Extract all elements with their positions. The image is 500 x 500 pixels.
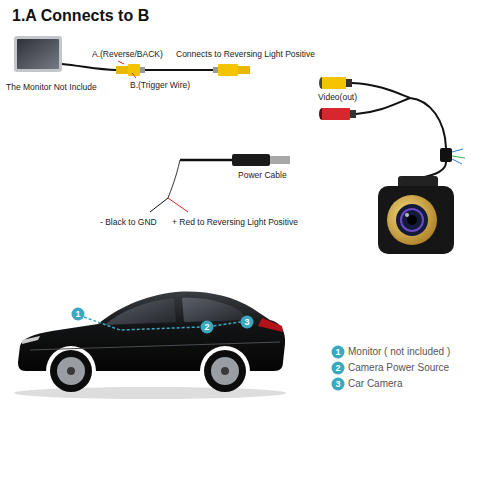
car-picture (57, 357, 85, 385)
car-picture (67, 367, 75, 375)
power-cable (168, 160, 180, 198)
callout-circle (201, 321, 214, 334)
inline-module (452, 149, 463, 152)
car-picture (104, 298, 176, 325)
power-cable (150, 198, 168, 212)
rca-plug (238, 66, 250, 74)
note-label: Connects to Reversing Light Positive (176, 49, 315, 59)
legend-item: Car Camera (348, 378, 402, 390)
legend-number: 2 (331, 361, 345, 375)
monitor-picture (14, 36, 62, 72)
signal-label: A.(Reverse/BACK) (92, 49, 163, 59)
rca-plug (213, 64, 250, 76)
camera-connectors (350, 110, 356, 118)
legend-number: 3 (331, 377, 345, 391)
rca-plug (218, 64, 238, 76)
car-camera (378, 176, 454, 254)
legend-number: 1 (331, 345, 345, 359)
monitor-picture (14, 36, 62, 72)
video-cable (62, 64, 116, 70)
callout-number: 1 (71, 307, 85, 321)
legend-marker (332, 362, 345, 375)
part-label: Power Cable (238, 170, 287, 180)
car-picture (22, 336, 40, 344)
dotted-route (214, 322, 241, 326)
inline-module (440, 148, 452, 162)
monitor-picture (17, 39, 59, 69)
callout-number: 3 (240, 315, 254, 329)
rca-plug (213, 67, 218, 73)
car-picture (221, 367, 229, 375)
power-cable (168, 198, 188, 212)
car-picture (30, 342, 280, 350)
leader-line (118, 61, 124, 64)
car-picture (182, 298, 246, 322)
signal-label: Video(out) (318, 92, 357, 102)
inline-module (452, 159, 462, 164)
dc-plug (270, 156, 290, 164)
inline-module (452, 156, 465, 158)
legend-item: Camera Power Source (348, 362, 449, 374)
wire-label: - Black to GND (100, 217, 157, 227)
dc-plug (232, 154, 290, 166)
camera-cable (410, 98, 446, 148)
callout-circle (72, 308, 85, 321)
dotted-route (84, 317, 201, 330)
car-camera (378, 186, 454, 254)
callout-number: 2 (200, 320, 214, 334)
legend-marker (332, 346, 345, 359)
camera-cable (356, 98, 410, 114)
car-picture (50, 350, 92, 392)
video-cable (140, 69, 218, 71)
dotted-route (84, 317, 241, 330)
signal-label: B.(Trigger Wire) (130, 80, 190, 90)
rca-plug (116, 66, 128, 74)
part-label: The Monitor Not Include (6, 82, 97, 92)
camera-cable (352, 83, 410, 98)
legend-marker (332, 346, 345, 391)
leader-line (132, 73, 136, 78)
wire-label: + Red to Reversing Light Positive (172, 217, 298, 227)
car-camera (401, 209, 423, 231)
title: 1.A Connects to B (12, 6, 149, 25)
inline-module (440, 148, 465, 164)
car-camera (387, 195, 437, 245)
car-picture (14, 387, 286, 399)
callout-circle (241, 316, 254, 329)
camera-connectors (346, 79, 352, 87)
callout-circle (72, 308, 254, 334)
car-camera (407, 215, 417, 225)
leader-line (118, 61, 136, 78)
power-cable (180, 159, 232, 162)
car-picture (258, 318, 283, 332)
car-picture (14, 292, 286, 399)
power-cable (150, 160, 232, 212)
legend-text: Car Camera (348, 378, 402, 389)
camera-connectors (322, 108, 350, 120)
camera-connectors (322, 77, 346, 89)
car-picture (204, 350, 246, 392)
camera-cable (352, 83, 446, 178)
dc-plug (232, 154, 270, 166)
legend-text: Monitor ( not included ) (348, 346, 450, 357)
car-camera (405, 213, 409, 217)
car-picture (211, 357, 239, 385)
legend-text: Camera Power Source (348, 362, 449, 373)
rca-plug (140, 67, 145, 73)
rca-plug (128, 64, 140, 76)
legend-marker (332, 378, 345, 391)
camera-cable (418, 162, 446, 178)
rca-plug (116, 64, 145, 76)
legend-item: Monitor ( not included ) (348, 346, 450, 358)
car-camera (396, 204, 428, 236)
